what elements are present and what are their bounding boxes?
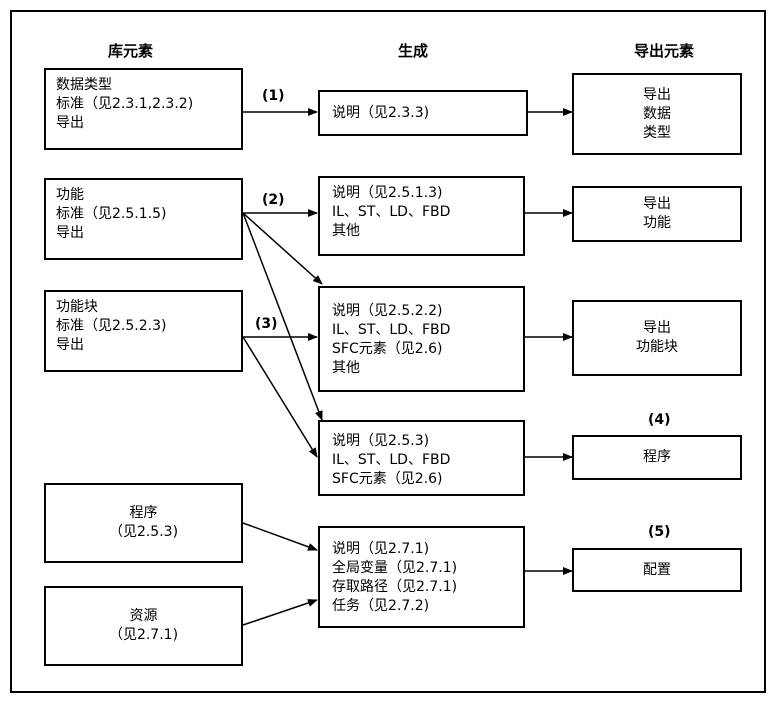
box-m3-line: SFC元素（见2.6): [332, 341, 443, 357]
box-program-lib-line: （见2.5.3): [108, 524, 179, 540]
box-program-lib: 程序 （见2.5.3): [44, 483, 243, 563]
box-r5-line: 配置: [643, 561, 671, 578]
box-datatype-line: 数据类型: [56, 77, 112, 93]
box-m5-line: 说明（见2.7.1): [332, 541, 430, 557]
box-r4-line: 程序: [643, 449, 671, 465]
box-datatype-line: 导出: [56, 115, 84, 131]
box-function-line: 导出: [56, 225, 84, 241]
header-generation: 生成: [398, 42, 429, 60]
box-resource: 资源 （见2.7.1): [44, 586, 243, 666]
box-function-block-line: 标准（见2.5.2.3): [56, 318, 167, 334]
box-m3-line: 说明（见2.5.2.2): [332, 303, 443, 319]
box-m4-line: IL、ST、LD、FBD: [332, 452, 451, 468]
box-datatype: 数据类型 标准（见2.3.1,2.3.2) 导出: [44, 68, 243, 150]
label-3: (3): [255, 316, 278, 332]
box-r2-line: 功能: [643, 215, 671, 231]
box-r1-line: 数据: [643, 105, 671, 122]
box-function-block: 功能块 标准（见2.5.2.3) 导出: [44, 290, 243, 372]
arrow-resource-to-m5: [242, 599, 318, 626]
arrow-function-to-m3: [242, 212, 323, 285]
box-m2-line: 其他: [332, 223, 360, 239]
header-derived-elements: 导出元素: [634, 42, 695, 60]
box-configuration: 配置: [572, 548, 742, 592]
box-derived-function: 导出 功能: [572, 186, 742, 242]
arrow-program-to-m5: [242, 522, 318, 551]
box-datatype-line: 标准（见2.3.1,2.3.2): [56, 96, 194, 112]
box-m5-line: 全局变量（见2.7.1): [332, 560, 458, 576]
box-m4-line: SFC元素（见2.6): [332, 471, 443, 487]
label-4: (4): [648, 412, 671, 428]
box-r2-line: 导出: [643, 196, 671, 212]
box-m1-line: 说明（见2.3.3): [332, 105, 430, 121]
box-function-line: 标准（见2.5.1.5): [56, 206, 167, 222]
box-m3-line: IL、ST、LD、FBD: [332, 322, 451, 338]
box-function-line: 功能: [56, 187, 84, 203]
box-declaration-datatype: 说明（见2.3.3): [318, 90, 528, 136]
box-function-block-line: 功能块: [56, 299, 98, 315]
box-m5-line: 存取路径（见2.7.1): [332, 579, 458, 595]
box-function: 功能 标准（见2.5.1.5) 导出: [44, 178, 243, 260]
box-resource-line: 资源: [129, 608, 158, 624]
box-program: 程序: [572, 435, 742, 480]
box-resource-line: （见2.7.1): [108, 627, 179, 643]
box-declaration-function: 说明（见2.5.1.3) IL、ST、LD、FBD 其他: [318, 176, 525, 256]
header-library-elements: 库元素: [108, 42, 154, 60]
box-r1-line: 导出: [643, 86, 671, 103]
box-m4-line: 说明（见2.5.3): [332, 433, 430, 449]
box-program-lib-line: 程序: [129, 505, 158, 521]
arrow-fblock-to-m4: [242, 336, 318, 458]
box-r1-line: 类型: [643, 124, 671, 141]
box-m3-line: 其他: [332, 360, 360, 376]
box-declaration-configuration: 说明（见2.7.1) 全局变量（见2.7.1) 存取路径（见2.7.1) 任务（…: [318, 526, 525, 628]
label-2: (2): [262, 192, 285, 208]
box-m2-line: IL、ST、LD、FBD: [332, 204, 451, 220]
box-derived-datatype: 导出 数据 类型: [572, 73, 742, 155]
box-r3-line: 功能块: [636, 339, 678, 355]
box-function-block-line: 导出: [56, 337, 84, 353]
label-1: (1): [262, 88, 285, 104]
box-declaration-program: 说明（见2.5.3) IL、ST、LD、FBD SFC元素（见2.6): [318, 420, 525, 496]
diagram-frame: [10, 10, 766, 693]
box-derived-function-block: 导出 功能块: [572, 300, 742, 376]
label-5: (5): [648, 524, 671, 540]
box-m2-line: 说明（见2.5.1.3): [332, 185, 443, 201]
box-r3-line: 导出: [643, 320, 671, 336]
arrow-function-to-m4: [242, 212, 323, 421]
box-m5-line: 任务（见2.7.2): [332, 598, 430, 614]
box-declaration-function-block: 说明（见2.5.2.2) IL、ST、LD、FBD SFC元素（见2.6) 其他: [318, 286, 525, 392]
